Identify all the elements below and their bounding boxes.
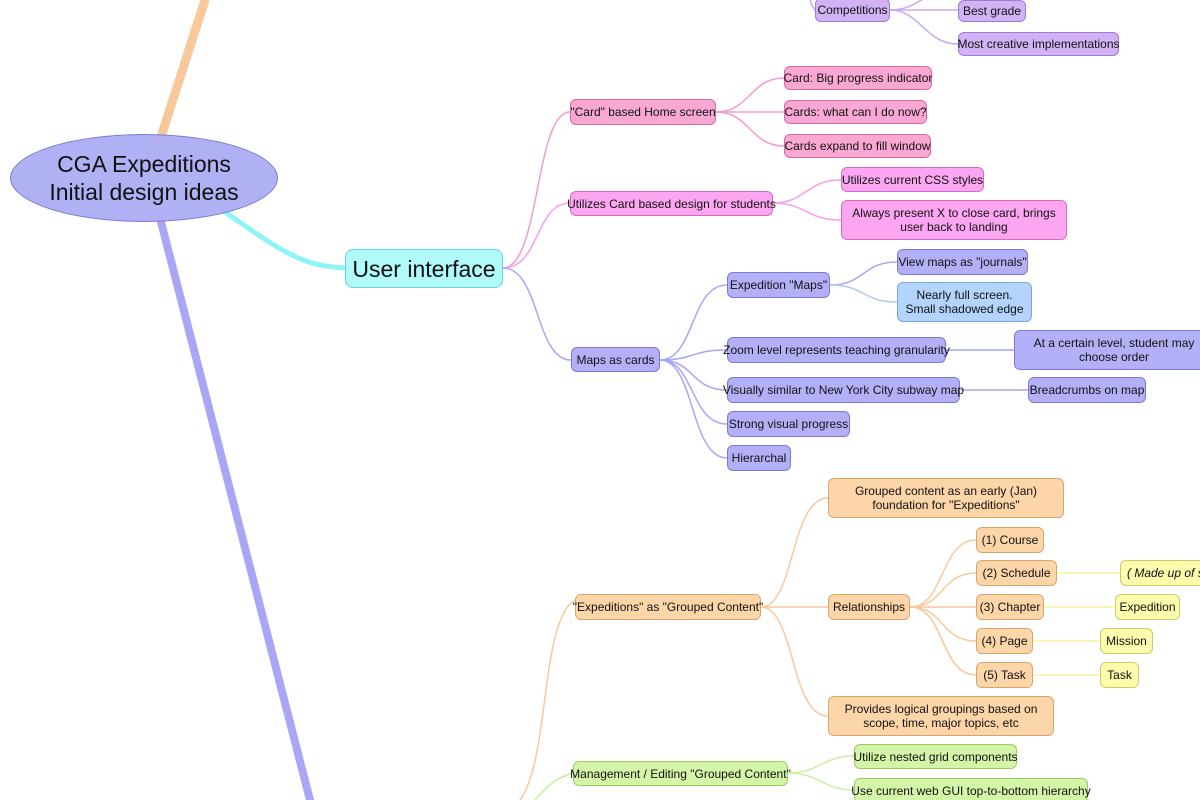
node-web-gui[interactable]: Use current web GUI top-to-bottom hierar… — [851, 778, 1091, 800]
node-chapter[interactable]: (3) Chapter — [976, 594, 1044, 620]
root-title-line1: CGA Expeditions — [57, 151, 231, 177]
root-branch-orange — [155, 0, 210, 145]
node-cards-expand[interactable]: Cards expand to fill window — [784, 134, 931, 158]
node-zoom-level[interactable]: Zoom level represents teaching granulari… — [723, 337, 950, 363]
node-relationships[interactable]: Relationships — [828, 594, 910, 620]
node-big-progress[interactable]: Card: Big progress indicator — [784, 66, 932, 90]
root-branch-ui — [219, 207, 348, 271]
node-expedition-note[interactable]: Expedition — [1115, 594, 1180, 620]
root-node[interactable]: CGA Expeditions Initial design ideas — [10, 134, 278, 222]
node-course[interactable]: (1) Course — [976, 527, 1044, 553]
node-expeditions-grouped[interactable]: "Expeditions" as "Grouped Content" — [573, 594, 763, 620]
node-full-screen[interactable]: Nearly full screen. Small shadowed edge — [897, 282, 1032, 322]
node-task-note[interactable]: Task — [1100, 662, 1139, 688]
node-early-foundation[interactable]: Grouped content as an early (Jan) founda… — [828, 478, 1064, 518]
node-student-order[interactable]: At a certain level, student may choose o… — [1014, 330, 1200, 370]
node-mission-note[interactable]: Mission — [1100, 628, 1153, 654]
node-card-home-screen[interactable]: "Card" based Home screen — [570, 99, 716, 125]
node-made-up-of[interactable]: ( Made up of se — [1120, 560, 1200, 586]
node-css-styles[interactable]: Utilizes current CSS styles — [841, 167, 984, 192]
node-expedition-maps[interactable]: Expedition "Maps" — [727, 272, 830, 298]
root-branch-violet — [156, 214, 314, 800]
node-logical-groupings[interactable]: Provides logical groupings based on scop… — [828, 696, 1054, 736]
node-maps-as-cards[interactable]: Maps as cards — [571, 347, 660, 372]
node-most-creative[interactable]: Most creative implementations — [957, 32, 1120, 56]
root-title-line2: Initial design ideas — [49, 179, 239, 205]
node-user-interface[interactable]: User interface — [345, 249, 503, 288]
node-task-rel[interactable]: (5) Task — [976, 662, 1033, 688]
node-nested-grid[interactable]: Utilize nested grid components — [853, 744, 1018, 769]
node-best-grade[interactable]: Best grade — [958, 0, 1026, 22]
node-management-editing[interactable]: Management / Editing "Grouped Content" — [570, 761, 791, 786]
node-subway-map[interactable]: Visually similar to New York City subway… — [723, 377, 964, 403]
node-hierarchal[interactable]: Hierarchal — [727, 445, 791, 471]
node-page[interactable]: (4) Page — [976, 628, 1033, 654]
node-what-can-i-do[interactable]: Cards: what can I do now? — [784, 100, 927, 124]
node-view-journals[interactable]: View maps as "journals" — [897, 249, 1028, 275]
node-strong-progress[interactable]: Strong visual progress — [727, 411, 850, 437]
node-breadcrumbs[interactable]: Breadcrumbs on map — [1028, 377, 1146, 403]
node-close-card[interactable]: Always present X to close card, brings u… — [841, 200, 1067, 240]
node-competitions[interactable]: Competitions — [815, 0, 890, 22]
node-card-design[interactable]: Utilizes Card based design for students — [567, 191, 776, 216]
node-schedule[interactable]: (2) Schedule — [976, 560, 1057, 586]
